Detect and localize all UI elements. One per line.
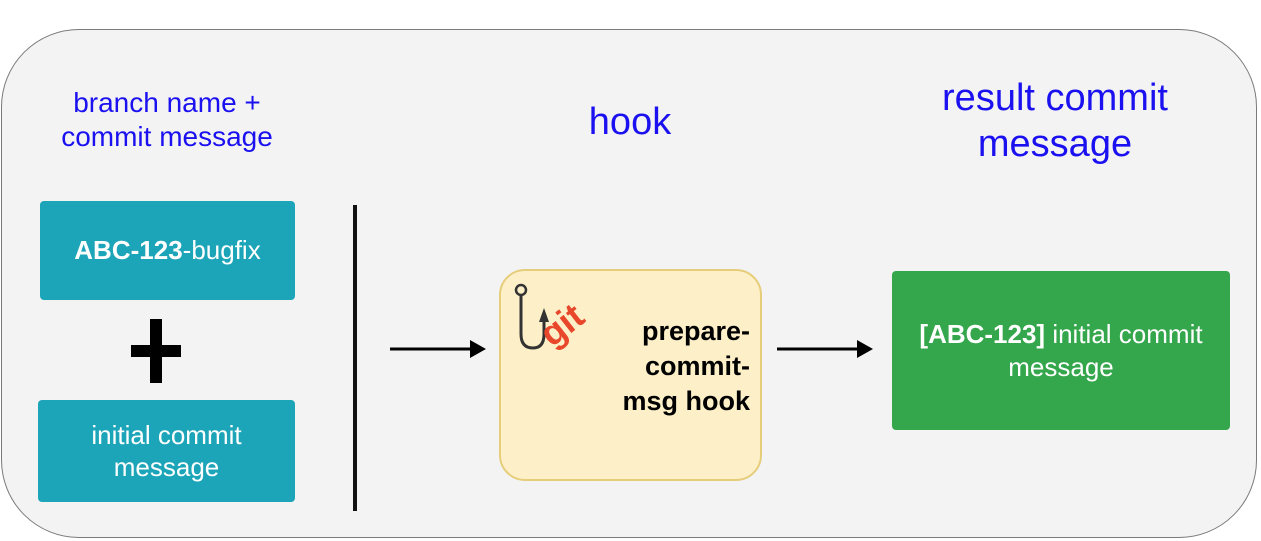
result-message-box: [ABC-123] initial commit message (892, 271, 1230, 430)
heading-input-line1: branch name + (73, 87, 261, 118)
arrow-to-hook-icon (390, 340, 486, 358)
heading-input: branch name + commit message (28, 86, 306, 153)
heading-result-line2: message (977, 122, 1133, 165)
heading-input-line2: commit message (61, 120, 273, 152)
heading-hook: hook (588, 101, 672, 143)
hook-label: prepare- commit- msg hook (594, 314, 750, 419)
branch-name-box: ABC-123-bugfix (40, 201, 295, 300)
branch-key: ABC-123 (74, 235, 183, 266)
git-hook-logo-icon: git (514, 283, 592, 354)
commit-message-line2: message (113, 452, 220, 482)
branch-suffix: -bugfix (182, 235, 261, 266)
hook-label-line3: msg hook (622, 386, 750, 417)
commit-message-box: initial commit message (38, 400, 295, 502)
hook-label-line1: prepare- (641, 316, 750, 346)
arrow-to-result-icon (777, 340, 873, 358)
plus-icon (131, 319, 181, 383)
result-key: [ABC-123] (919, 319, 1046, 349)
hook-label-line2: commit- (644, 351, 750, 382)
divider-line (353, 205, 357, 511)
heading-result-line1: result commit (942, 77, 1168, 119)
commit-message-line1: initial commit (91, 419, 242, 450)
heading-result: result commit message (900, 76, 1210, 167)
result-line2: message (1008, 351, 1114, 382)
hook-box (499, 269, 762, 481)
result-line1-rest: initial commit (1045, 319, 1203, 349)
